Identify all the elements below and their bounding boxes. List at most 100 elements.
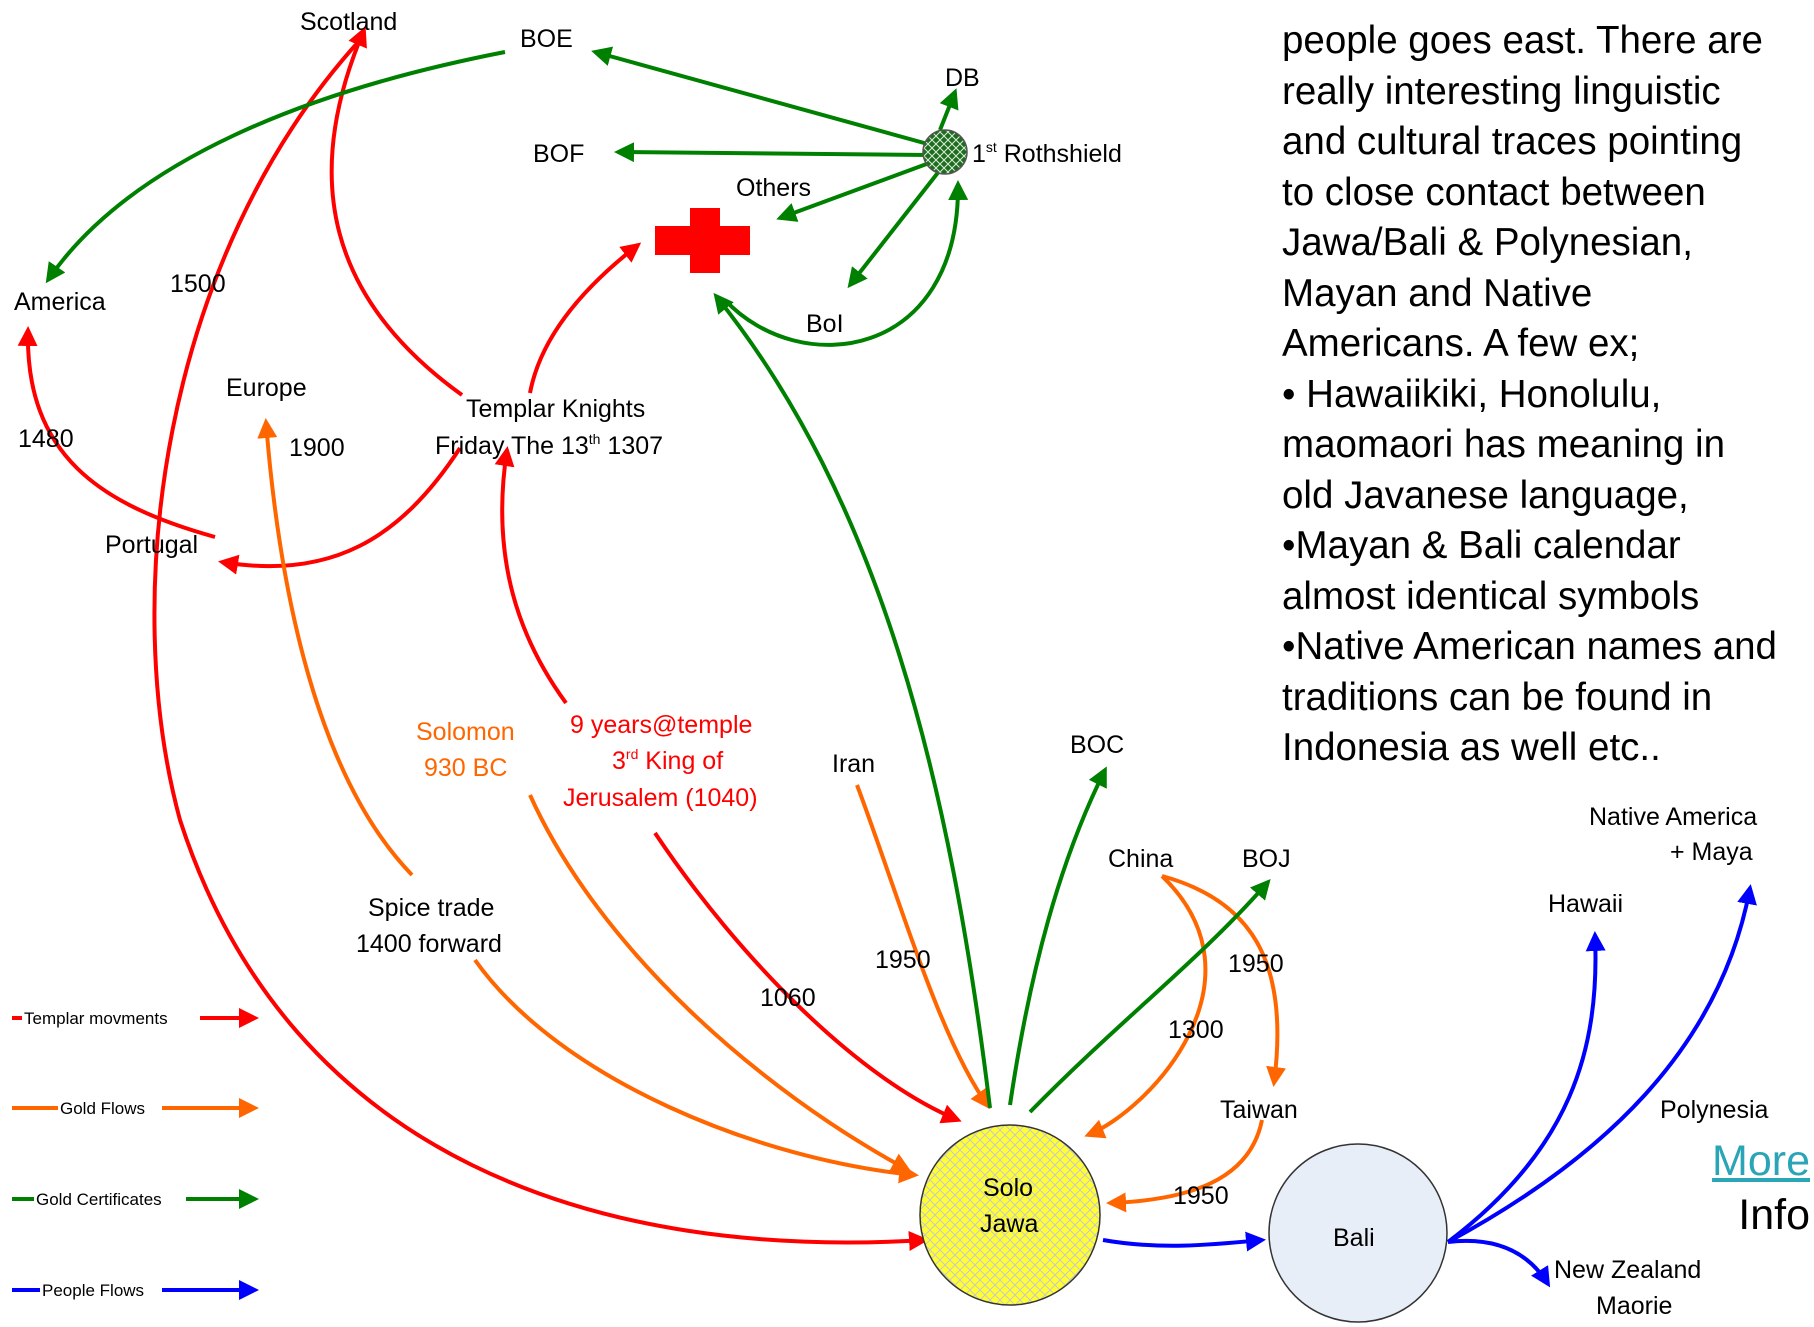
edge-label-1500: 1500 <box>170 270 226 298</box>
label-solomon-2: 930 BC <box>424 754 507 782</box>
paragraph-line: Jawa/Bali & Polynesian, <box>1282 221 1693 264</box>
edge-spice-to-solo <box>473 958 919 1184</box>
edge-portugal-to-america <box>17 326 216 539</box>
legend-gold: Gold Flows <box>12 1098 259 1118</box>
label-templar-2: Friday The 13th 1307 <box>435 431 663 460</box>
legend-certificates-label: Gold Certificates <box>36 1190 162 1209</box>
label-iran: Iran <box>832 750 875 778</box>
label-spice-1: Spice trade <box>368 894 494 922</box>
edge-redcross-to-rothshield <box>723 180 969 347</box>
edge-label-1900: 1900 <box>289 434 345 462</box>
edge-label-1950-iran: 1950 <box>875 946 931 974</box>
paragraph-line: really interesting linguistic <box>1282 69 1721 113</box>
edge-rothshield-to-db <box>938 88 959 131</box>
paragraph-line: • Hawaiikiki, Honolulu, <box>1282 372 1662 416</box>
edge-templar-to-redcross <box>528 242 642 394</box>
edge-bali-to-new-zealand <box>1447 1239 1551 1288</box>
paragraph-line: traditions can be found in <box>1282 675 1713 719</box>
edge-rothshield-to-bof <box>614 142 931 163</box>
edge-solomon-to-solo <box>528 794 912 1172</box>
label-temple-2: 3rd King of <box>612 746 723 775</box>
paragraph-line: Indonesia as well etc.. <box>1282 726 1661 769</box>
edge-label-1060: 1060 <box>760 984 816 1012</box>
legend-certificates: Gold Certificates <box>12 1189 259 1209</box>
paragraph-line: old Javanese language, <box>1282 473 1689 517</box>
edge-bali-to-native-america <box>1447 884 1757 1244</box>
edge-rothshield-to-boe <box>591 46 936 148</box>
label-boi: BoI <box>806 310 844 338</box>
edge-china-to-taiwan <box>1161 874 1286 1087</box>
label-boe: BOE <box>520 25 573 53</box>
label-nz-1: New Zealand <box>1554 1256 1701 1284</box>
label-europe: Europe <box>226 374 307 402</box>
label-bof: BOF <box>533 140 584 168</box>
label-templar-1: Templar Knights <box>466 395 645 423</box>
legend: Templar movments Gold Flows Gold Certifi… <box>12 1008 259 1300</box>
label-scotland: Scotland <box>300 8 397 36</box>
edge-bali-to-hawaii <box>1446 931 1606 1244</box>
label-hawaii: Hawaii <box>1548 890 1623 918</box>
bali-node <box>1268 1143 1448 1323</box>
paragraph-line: almost identical symbols <box>1282 574 1700 618</box>
label-china: China <box>1108 845 1173 873</box>
label-america: America <box>14 288 106 316</box>
edge-boe-to-america <box>45 50 506 284</box>
label-taiwan: Taiwan <box>1220 1096 1298 1124</box>
solo-jawa-node <box>919 1124 1101 1306</box>
label-bali: Bali <box>1333 1224 1375 1252</box>
paragraph-line: Mayan and Native <box>1282 271 1593 315</box>
edge-templar-to-scotland <box>329 26 464 397</box>
legend-people-label: People Flows <box>42 1281 144 1300</box>
label-spice-2: 1400 forward <box>356 930 502 958</box>
label-solo-1: Solo <box>983 1174 1033 1202</box>
edge-label-1480: 1480 <box>18 425 74 453</box>
paragraph-line: •Mayan & Bali calendar <box>1282 524 1681 567</box>
label-boc: BOC <box>1070 731 1124 759</box>
paragraph-line: to close contact between <box>1282 170 1706 214</box>
edge-temple-to-templar <box>494 446 568 705</box>
label-rothshield: 1st Rothshield <box>972 139 1122 168</box>
edge-temple-to-solo <box>653 831 962 1124</box>
more-info-block: More Info <box>1640 1135 1810 1241</box>
label-solomon-1: Solomon <box>416 718 515 746</box>
edge-scotland-to-solo <box>152 38 929 1251</box>
label-temple-1: 9 years@temple <box>570 711 752 739</box>
label-solo-2: Jawa <box>980 1210 1038 1238</box>
red-cross-icon <box>655 208 750 273</box>
edge-label-1300: 1300 <box>1168 1016 1224 1044</box>
edge-templar-to-portugal <box>218 446 462 575</box>
edge-label-1950-boj: 1950 <box>1228 950 1284 978</box>
label-others: Others <box>736 174 811 202</box>
legend-templar-label: Templar movments <box>24 1009 168 1028</box>
label-boj: BOJ <box>1242 845 1291 873</box>
edge-solo-to-boj <box>1028 878 1271 1114</box>
info-text: Info <box>1738 1191 1810 1239</box>
label-temple-3: Jerusalem (1040) <box>563 784 758 812</box>
paragraph-line: Americans. A few ex; <box>1282 322 1640 365</box>
edge-rothshield-to-others <box>776 160 933 222</box>
legend-people: People Flows <box>12 1280 259 1300</box>
edge-spice-to-europe <box>257 418 414 877</box>
edge-label-1950-taiwan: 1950 <box>1173 1182 1229 1210</box>
label-polynesia: Polynesia <box>1660 1096 1768 1124</box>
edge-iran-to-solo <box>855 784 991 1110</box>
label-native-2: + Maya <box>1670 838 1753 866</box>
legend-gold-label: Gold Flows <box>60 1099 145 1118</box>
edge-solo-to-redcross <box>713 292 992 1109</box>
rothshield-node <box>922 129 968 175</box>
edge-taiwan-to-solo <box>1106 1119 1264 1213</box>
label-native-1: Native America <box>1589 803 1757 831</box>
legend-templar: Templar movments <box>12 1008 259 1028</box>
edge-solo-to-bali <box>1102 1231 1266 1252</box>
label-db: DB <box>945 64 980 92</box>
label-portugal: Portugal <box>105 531 198 559</box>
paragraph-line: and cultural traces pointing <box>1282 120 1743 163</box>
more-link[interactable]: More <box>1712 1137 1810 1185</box>
edge-rothshield-to-boi <box>847 168 942 289</box>
edge-solo-to-boc <box>1008 766 1107 1106</box>
paragraph-line: maomaori has meaning in <box>1282 423 1725 466</box>
label-nz-2: Maorie <box>1596 1292 1672 1320</box>
